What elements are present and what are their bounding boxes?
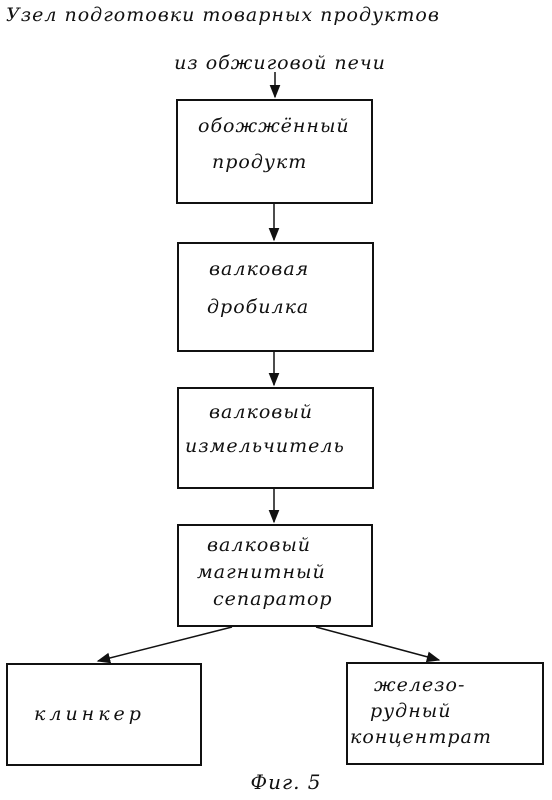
node-iron-ore-concentrate: железо- рудный концентрат [346, 662, 544, 765]
node-roasted-product: обожжённый продукт [176, 99, 373, 204]
node-concentrate-line-2: рудный [370, 700, 452, 722]
arrow-separator-to-concentrate [315, 626, 441, 663]
node-concentrate-line-1: железо- [374, 674, 466, 696]
diagram-subtitle: из обжиговой печи [174, 52, 386, 74]
node-roll-grinder-line-2: измельчитель [185, 435, 345, 457]
node-roasted-product-line-1: обожжённый [198, 115, 350, 137]
arrow-separator-to-clinker [96, 626, 233, 664]
node-roll-grinder: валковый измельчитель [177, 387, 374, 489]
node-roll-crusher-line-2: дробилка [207, 296, 310, 318]
node-clinker: клинкер [6, 663, 202, 766]
node-separator-line-3: сепаратор [213, 588, 333, 610]
node-clinker-line-1: клинкер [34, 703, 145, 725]
node-roll-crusher-line-1: валковая [209, 258, 310, 280]
node-roll-crusher: валковая дробилка [177, 242, 374, 352]
node-concentrate-line-3: концентрат [350, 726, 492, 748]
diagram-title: Узел подготовки товарных продуктов [6, 4, 440, 26]
node-roasted-product-line-2: продукт [212, 151, 308, 173]
node-roll-magnetic-separator: валковый магнитный сепаратор [177, 524, 373, 627]
node-separator-line-2: магнитный [197, 561, 326, 583]
node-roll-grinder-line-1: валковый [209, 401, 314, 423]
figure-caption: Фиг. 5 [250, 770, 322, 794]
node-separator-line-1: валковый [207, 534, 312, 556]
